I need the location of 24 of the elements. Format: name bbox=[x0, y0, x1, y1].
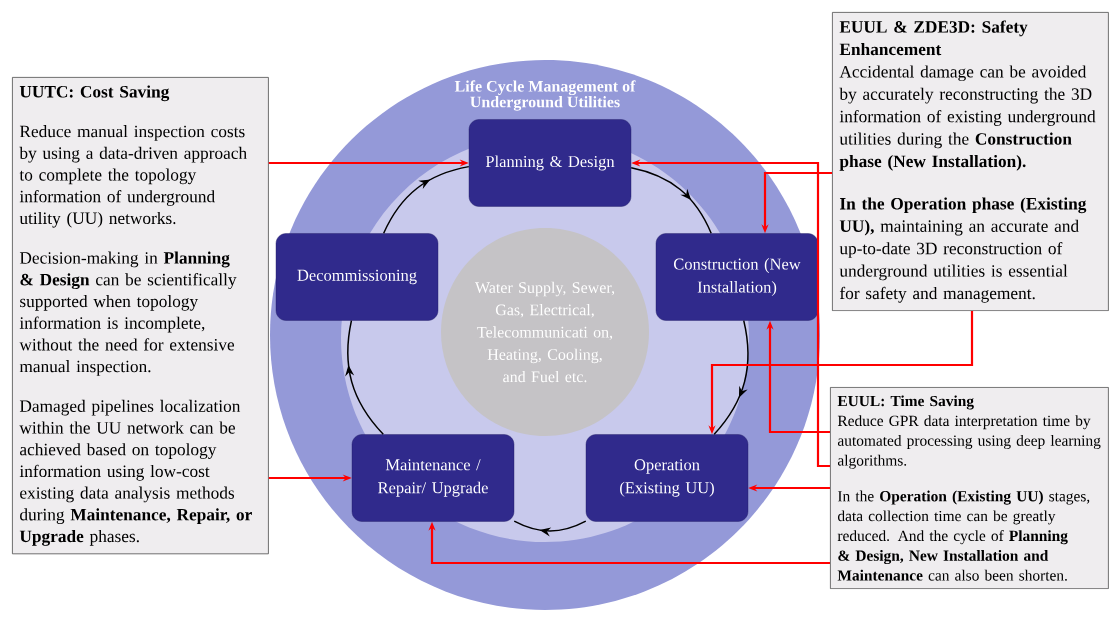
text-box bbox=[832, 12, 1109, 312]
paragraph: Accidental damage can be avoided by accurately reconstructing the 3D information of existing underground utilities during the Construction phase (New Installation). bbox=[839, 65, 1096, 171]
phase-box: Planning & Design bbox=[468, 119, 632, 207]
paragraph: In the Operation (Existing UU) stages, data collection time can be greatly reduced. And the cycle of Planning & Design, New Installation and Maintenance can also been shorten. bbox=[837, 490, 1090, 581]
cycle-arrow bbox=[713, 319, 749, 436]
box-heading: EUUL & ZDE3D: Safety Enhancement bbox=[839, 20, 1028, 56]
paragraph: Reduce GPR data interpretation time by automated processing using deep learning algorithms. bbox=[837, 415, 1101, 469]
box-heading: UUTC: Cost Saving bbox=[19, 85, 170, 102]
cycle-arrow bbox=[382, 165, 470, 235]
box-heading: EUUL: Time Saving bbox=[837, 395, 974, 410]
phase-box: Decommissioning bbox=[275, 233, 439, 321]
text-box bbox=[830, 387, 1109, 590]
phase-box: Maintenance / Repair/ Upgrade bbox=[351, 434, 515, 522]
phase-box: Construction (New Installation) bbox=[655, 233, 819, 321]
paragraph: Reduce manual inspection costs by using a data-driven approach to complete the topology information of underground utility (UU) networks. bbox=[19, 125, 247, 228]
circle-title: Life Cycle Management of Underground Utilities bbox=[454, 80, 636, 111]
cycle-arrow bbox=[513, 520, 587, 537]
text-box bbox=[12, 77, 269, 555]
cycle-arrow bbox=[630, 167, 712, 235]
paragraph: Damaged pipelines localization within the UU network can be achieved based on topology information using low-cost existing data analysis methods during Maintenance, Repair, or Upgrade phases. bbox=[19, 399, 252, 546]
paragraph: Decision-making in Planning & Design can be scientifically supported when topology information is incomplete, without the need for extensive manual inspection. bbox=[19, 251, 237, 376]
cycle-arrow bbox=[345, 319, 384, 436]
phase-box: Operation (Existing UU) bbox=[585, 434, 749, 522]
paragraph: In the Operation phase (Existing UU), maintaining an accurate and up-to-date 3D reconstruction of underground utilities is essential for safety and management. bbox=[839, 197, 1087, 303]
